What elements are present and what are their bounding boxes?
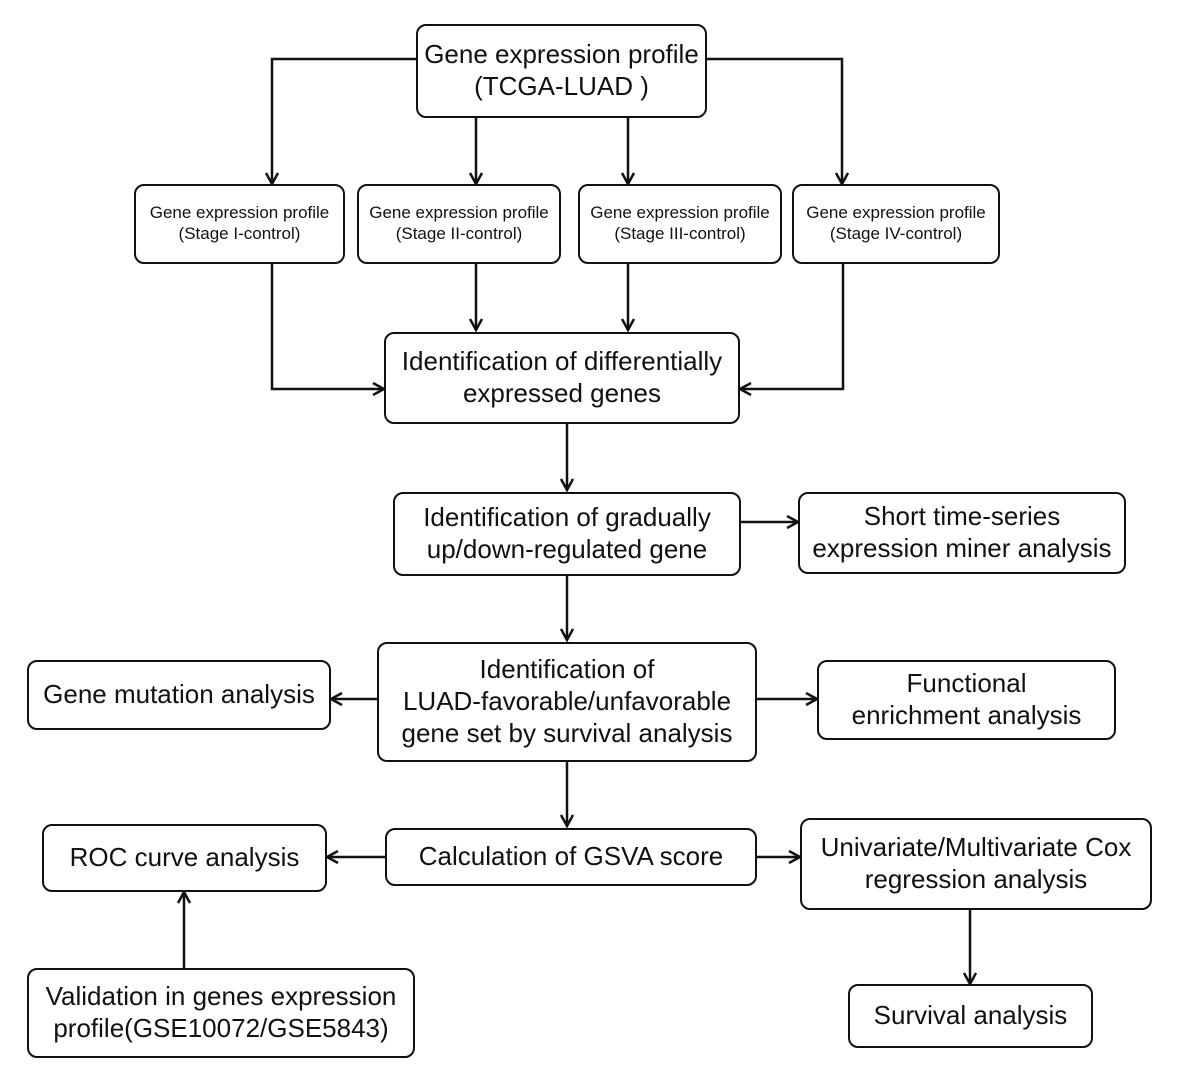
node-text: up/down-regulated gene bbox=[426, 534, 708, 564]
node-text: profile(GSE10072/GSE5843) bbox=[53, 1013, 389, 1043]
node-text: Short time-series bbox=[863, 501, 1061, 532]
node-text: Gene expression profile bbox=[369, 203, 549, 223]
arrow-stage4-to-deg bbox=[740, 264, 845, 389]
node-text: (Stage IV-control) bbox=[829, 224, 963, 243]
node-stage1-profile: Gene expression profile (Stage I-control… bbox=[134, 184, 345, 264]
node-text: Identification of gradually bbox=[423, 502, 711, 533]
node-text: Gene mutation analysis bbox=[43, 679, 315, 710]
node-text: Identification of bbox=[479, 654, 655, 685]
arrow-tcga-to-stage4 bbox=[706, 57, 842, 184]
node-text: enrichment analysis bbox=[851, 700, 1082, 730]
node-stage3-profile: Gene expression profile (Stage III-contr… bbox=[578, 184, 782, 264]
arrow-tcga-to-stage1 bbox=[272, 57, 416, 184]
node-gene-mutation: Gene mutation analysis bbox=[27, 660, 331, 730]
node-text: ROC curve analysis bbox=[69, 842, 300, 873]
node-text: (Stage II-control) bbox=[395, 224, 523, 243]
node-text: expressed genes bbox=[462, 378, 661, 408]
node-roc-analysis: ROC curve analysis bbox=[42, 824, 327, 892]
node-stem-analysis: Short time-series expression miner analy… bbox=[798, 492, 1126, 574]
node-functional-enrichment: Functional enrichment analysis bbox=[817, 660, 1116, 740]
node-validation-geo: Validation in genes expression profile(G… bbox=[27, 968, 415, 1058]
node-text: Gene expression profile bbox=[149, 203, 330, 223]
node-text: (Stage III-control) bbox=[614, 224, 746, 243]
node-text: Survival analysis bbox=[873, 1000, 1068, 1031]
node-text: regression analysis bbox=[864, 864, 1088, 894]
node-text: expression miner analysis bbox=[812, 533, 1112, 563]
node-text: Calculation of GSVA score bbox=[418, 841, 724, 872]
node-text: Gene expression profile bbox=[806, 203, 986, 223]
node-gsva-score: Calculation of GSVA score bbox=[385, 828, 757, 886]
node-text: (Stage I-control) bbox=[178, 224, 301, 243]
node-tcga-profile: Gene expression profile (TCGA-LUAD ) bbox=[416, 24, 707, 118]
node-survival-gene-set: Identification of LUAD-favorable/unfavor… bbox=[377, 642, 757, 762]
node-stage4-profile: Gene expression profile (Stage IV-contro… bbox=[792, 184, 1000, 264]
node-text: Functional bbox=[906, 668, 1027, 699]
node-text: Univariate/Multivariate Cox bbox=[820, 832, 1132, 863]
node-text: Gene expression profile bbox=[424, 39, 699, 70]
arrow-stage1-to-deg bbox=[270, 264, 384, 389]
node-text: Gene expression profile bbox=[590, 203, 770, 223]
node-survival-analysis: Survival analysis bbox=[848, 984, 1093, 1048]
node-text: (TCGA-LUAD ) bbox=[474, 71, 649, 101]
node-stage2-profile: Gene expression profile (Stage II-contro… bbox=[357, 184, 561, 264]
node-cox-regression: Univariate/Multivariate Cox regression a… bbox=[800, 818, 1152, 910]
node-deg-identification: Identification of differentially express… bbox=[384, 332, 740, 424]
node-text: Validation in genes expression bbox=[45, 981, 397, 1012]
node-text: LUAD-favorable/unfavorable bbox=[402, 686, 732, 717]
node-text: Identification of differentially bbox=[401, 346, 723, 377]
node-gradual-genes: Identification of gradually up/down-regu… bbox=[393, 492, 741, 576]
node-text: gene set by survival analysis bbox=[401, 717, 733, 748]
